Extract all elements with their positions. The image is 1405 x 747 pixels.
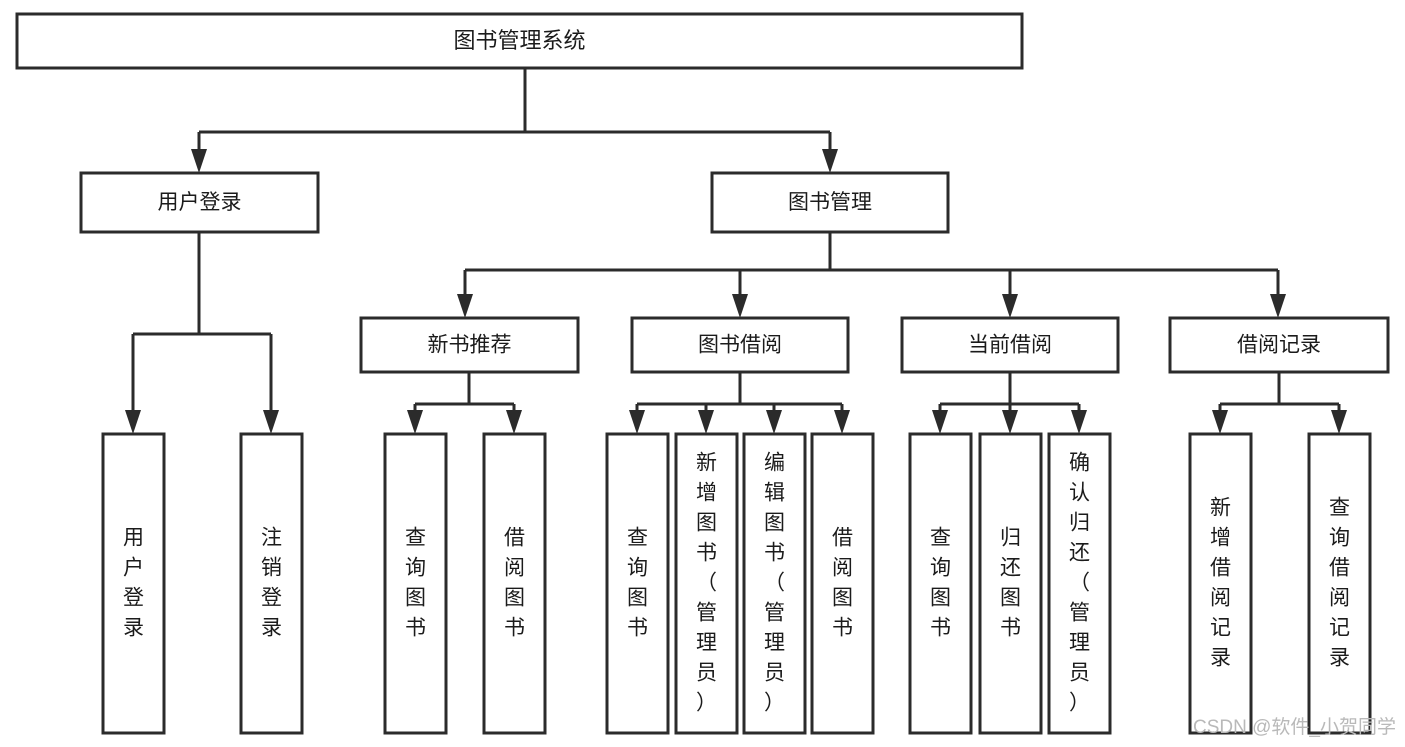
node-label: 新增图书（管理员） [696, 451, 717, 714]
node-borrow-record[interactable]: 借阅记录 [1168, 316, 1390, 374]
node-label: 归还图书 [1000, 526, 1021, 639]
connector-group-borrowrecord-to-leaves [1212, 372, 1347, 434]
node-leaf-add-record[interactable]: 新增借阅记录 [1188, 432, 1253, 735]
arrow-head-icon [457, 294, 473, 318]
node-box[interactable] [1047, 432, 1112, 735]
node-label: 借阅记录 [1237, 334, 1321, 357]
arrow-head-icon [506, 410, 522, 434]
node-leaf-query-record[interactable]: 查询借阅记录 [1307, 432, 1372, 735]
node-leaf-logout[interactable]: 注销登录 [239, 432, 304, 735]
arrow-head-icon [1212, 410, 1228, 434]
node-box[interactable] [1188, 432, 1253, 735]
node-label: 图书管理 [788, 191, 872, 214]
node-current-borrow[interactable]: 当前借阅 [900, 316, 1120, 374]
arrow-head-icon [407, 410, 423, 434]
arrow-head-icon [1071, 410, 1087, 434]
node-leaf-confirm-return[interactable]: 确认归还（管理员） [1047, 432, 1112, 735]
node-label: 借阅图书 [832, 526, 853, 639]
node-box[interactable] [978, 432, 1043, 735]
arrow-head-icon [1002, 294, 1018, 318]
node-box[interactable] [742, 432, 807, 735]
node-layer: 图书管理系统用户登录图书管理新书推荐图书借阅当前借阅借阅记录用户登录注销登录查询… [15, 12, 1390, 735]
node-label: 查询图书 [405, 526, 426, 639]
node-box[interactable] [101, 432, 166, 735]
connector-group-bookmanage-to-level2 [457, 232, 1286, 318]
node-box[interactable] [810, 432, 875, 735]
connector-layer [125, 68, 1347, 434]
arrow-head-icon [263, 410, 279, 434]
node-leaf-user-login[interactable]: 用户登录 [101, 432, 166, 735]
node-label: 借阅图书 [504, 526, 525, 639]
node-leaf-edit-book[interactable]: 编辑图书（管理员） [742, 432, 807, 735]
arrow-head-icon [125, 410, 141, 434]
node-box[interactable] [482, 432, 547, 735]
node-box[interactable] [908, 432, 973, 735]
node-label: 新增借阅记录 [1210, 496, 1231, 669]
node-leaf-add-book[interactable]: 新增图书（管理员） [674, 432, 739, 735]
arrow-head-icon [1270, 294, 1286, 318]
arrow-head-icon [1002, 410, 1018, 434]
node-new-book-rec[interactable]: 新书推荐 [359, 316, 580, 374]
node-box[interactable] [79, 171, 320, 234]
node-box[interactable] [710, 171, 950, 234]
arrow-head-icon [191, 149, 207, 173]
node-leaf-query-book-rec[interactable]: 查询图书 [383, 432, 448, 735]
node-box[interactable] [239, 432, 304, 735]
connector-group-newbookrec-to-leaves [407, 372, 522, 434]
node-label: 查询图书 [930, 526, 951, 639]
node-user-login[interactable]: 用户登录 [79, 171, 320, 234]
node-leaf-return-book[interactable]: 归还图书 [978, 432, 1043, 735]
arrow-head-icon [1331, 410, 1347, 434]
connector-group-bookborrow-to-leaves [629, 372, 850, 434]
node-root[interactable]: 图书管理系统 [15, 12, 1024, 70]
node-box[interactable] [1307, 432, 1372, 735]
node-label: 图书借阅 [698, 334, 782, 357]
node-box[interactable] [359, 316, 580, 374]
node-box[interactable] [605, 432, 670, 735]
node-label: 查询借阅记录 [1329, 496, 1350, 669]
node-label: 确认归还（管理员） [1069, 451, 1090, 714]
arrow-head-icon [822, 149, 838, 173]
node-label: 编辑图书（管理员） [764, 451, 785, 714]
node-box[interactable] [1168, 316, 1390, 374]
node-label: 图书管理系统 [453, 28, 585, 53]
node-label: 注销登录 [261, 526, 282, 639]
node-box[interactable] [900, 316, 1120, 374]
arrow-head-icon [766, 410, 782, 434]
connector-group-currentborrow-to-leaves [932, 372, 1087, 434]
node-box[interactable] [630, 316, 850, 374]
node-leaf-query-book-borrow[interactable]: 查询图书 [605, 432, 670, 735]
node-box[interactable] [15, 12, 1024, 70]
node-leaf-borrow-book-rec[interactable]: 借阅图书 [482, 432, 547, 735]
node-label: 查询图书 [627, 526, 648, 639]
node-label: 当前借阅 [968, 334, 1052, 357]
node-label: 用户登录 [158, 191, 242, 214]
node-book-manage[interactable]: 图书管理 [710, 171, 950, 234]
node-box[interactable] [383, 432, 448, 735]
node-leaf-borrow-book[interactable]: 借阅图书 [810, 432, 875, 735]
arrow-head-icon [629, 410, 645, 434]
node-leaf-query-book-current[interactable]: 查询图书 [908, 432, 973, 735]
node-book-borrow[interactable]: 图书借阅 [630, 316, 850, 374]
connector-group-userlogin-to-leaves [125, 232, 279, 434]
arrow-head-icon [932, 410, 948, 434]
arrow-head-icon [732, 294, 748, 318]
arrow-head-icon [698, 410, 714, 434]
csdn-watermark: CSDN @软件_小贺同学 [1193, 716, 1396, 738]
connector-group-root-to-level1 [191, 68, 838, 173]
node-label: 新书推荐 [428, 334, 512, 357]
node-label: 用户登录 [123, 526, 144, 639]
node-box[interactable] [674, 432, 739, 735]
arrow-head-icon [834, 410, 850, 434]
